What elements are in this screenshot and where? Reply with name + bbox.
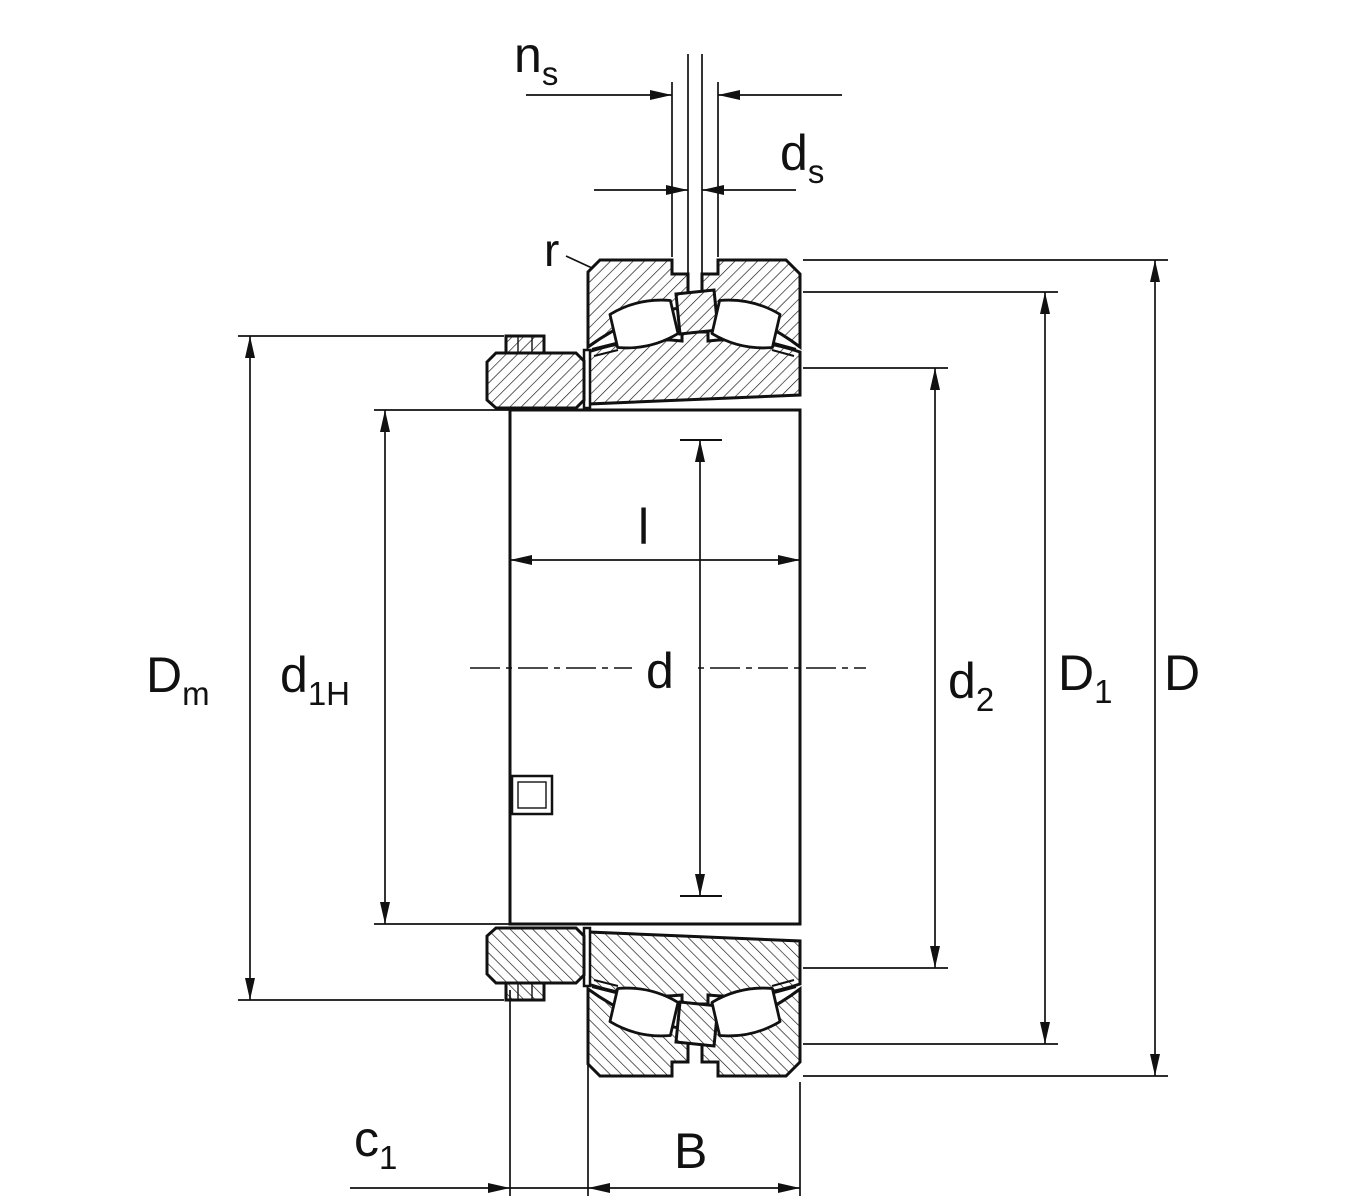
label-D: D (1164, 645, 1200, 701)
spherical-roller-right (710, 298, 782, 350)
dim-d2 (803, 367, 948, 969)
label-c1: c1 (354, 1111, 397, 1176)
label-ds: ds (780, 125, 824, 190)
label-d2: d2 (948, 653, 994, 718)
label-r: r (544, 224, 559, 276)
cage-rail-line (771, 349, 795, 357)
lock-washer-tab (504, 334, 546, 355)
dim-D (803, 259, 1168, 1077)
label-d: d (646, 643, 674, 699)
r-leader-line (565, 255, 593, 269)
locknut-section (485, 351, 586, 410)
label-d1H: d1H (280, 647, 350, 712)
label-D1: D1 (1058, 645, 1112, 710)
dim-D1 (803, 291, 1058, 1045)
dim-d (680, 439, 722, 897)
label-B: B (674, 1123, 707, 1179)
cage-rail-line (591, 342, 617, 350)
dim-Dm (238, 335, 504, 1001)
label-ns: ns (514, 27, 558, 92)
bearing-lower-half (485, 926, 802, 1078)
bearing-upper-half (485, 258, 802, 410)
cage-rail-line (593, 349, 619, 357)
sleeve-slot-inner (517, 781, 547, 809)
label-d-background (632, 638, 694, 696)
dimensions (238, 54, 1168, 1196)
dim-d1H (374, 409, 510, 925)
spherical-roller-left (608, 298, 680, 350)
cage-rail-line (773, 342, 797, 350)
label-Dm: Dm (146, 647, 210, 712)
label-l: l (638, 499, 649, 555)
cage-center-section (674, 288, 720, 336)
